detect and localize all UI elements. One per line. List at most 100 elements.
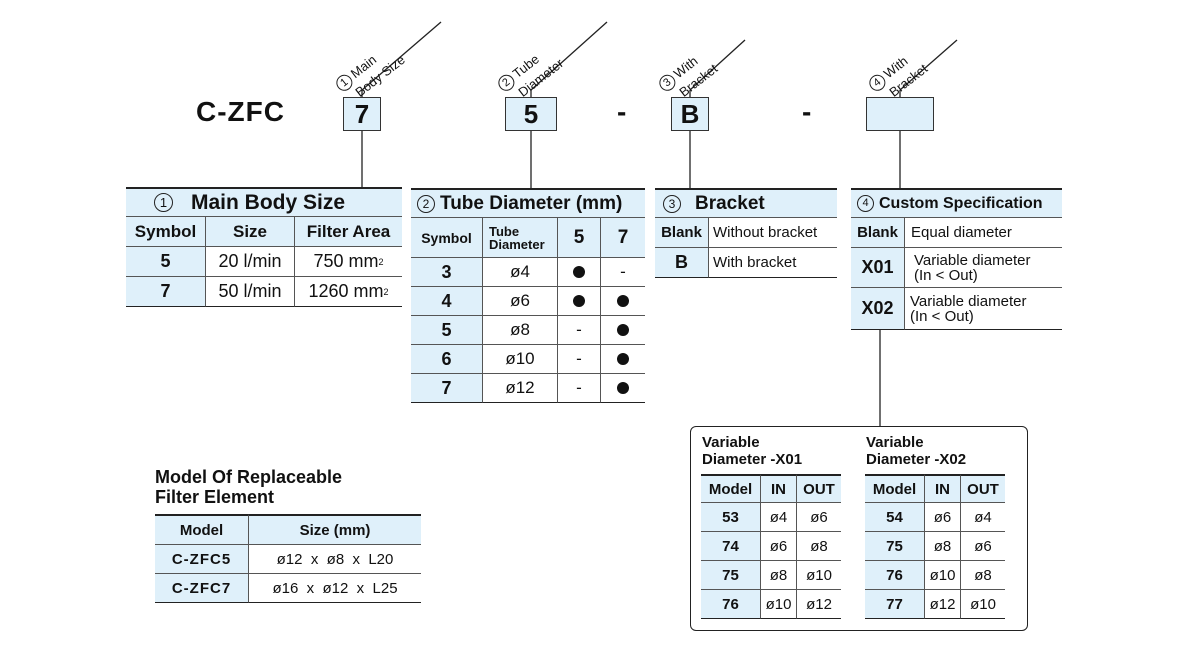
table-row-symbol: 7 xyxy=(126,277,206,307)
table-cell: ø12 xyxy=(797,590,841,619)
table-row-model: C-ZFC7 xyxy=(155,574,249,603)
available-dot-icon xyxy=(617,295,629,307)
table-cell: ø8 xyxy=(797,532,841,561)
table-cell: ø10 xyxy=(797,561,841,590)
col-header: OUT xyxy=(797,474,841,503)
table-cell: 77 xyxy=(865,590,925,619)
tube-diameter-title: 2 Tube Diameter (mm) xyxy=(411,188,645,218)
table-cell: ø8 xyxy=(961,561,1005,590)
available-dot-icon xyxy=(617,382,629,394)
circled-number-4: 4 xyxy=(857,195,874,212)
table-row-symbol: 5 xyxy=(411,316,483,345)
table-row-symbol: 6 xyxy=(411,345,483,374)
table-cell: 53 xyxy=(701,503,761,532)
bracket-title: 3 Bracket xyxy=(655,188,837,218)
table-cell: ø6 xyxy=(961,532,1005,561)
col-header-model: Model xyxy=(155,514,249,545)
table-cell: 74 xyxy=(701,532,761,561)
col-header-size: Size xyxy=(206,217,295,247)
table-row-availability xyxy=(558,258,601,287)
col-header-filter-area: Filter Area xyxy=(295,217,402,247)
circled-number-3: 3 xyxy=(663,194,681,213)
table-row-desc: Equal diameter xyxy=(905,218,1062,248)
available-dot-icon xyxy=(617,353,629,365)
table-cell: ø8 xyxy=(925,532,961,561)
col-header: IN xyxy=(925,474,961,503)
separator-dash-2: - xyxy=(802,96,812,127)
available-dot-icon xyxy=(573,295,585,307)
table-row-symbol: Blank xyxy=(655,218,709,248)
custom-spec-title-text: Custom Specification xyxy=(879,194,1043,212)
table-cell: ø10 xyxy=(961,590,1005,619)
table-row-symbol: Blank xyxy=(851,218,905,248)
table-cell: ø10 xyxy=(761,590,797,619)
table-row-availability xyxy=(601,374,645,403)
table-row-desc: With bracket xyxy=(709,248,837,278)
table-row-symbol: X01 xyxy=(851,248,905,288)
table-row-symbol: 5 xyxy=(126,247,206,277)
body-size-box: 7 xyxy=(343,97,381,131)
table-row-size: 20 l/min xyxy=(206,247,295,277)
table-row-symbol: B xyxy=(655,248,709,278)
col-header: Model xyxy=(701,474,761,503)
table-cell: 76 xyxy=(701,590,761,619)
table-row-availability: - xyxy=(601,258,645,287)
table-cell: ø6 xyxy=(797,503,841,532)
table-row-availability: - xyxy=(558,316,601,345)
table-row-availability xyxy=(601,345,645,374)
table-row-diameter: ø10 xyxy=(483,345,558,374)
table-cell: ø6 xyxy=(925,503,961,532)
table-row-size: ø12 x ø8 x L20 xyxy=(249,545,421,574)
table-row-symbol: X02 xyxy=(851,288,905,330)
table-row-symbol: 4 xyxy=(411,287,483,316)
table-row-availability xyxy=(601,287,645,316)
table-row-symbol: 7 xyxy=(411,374,483,403)
table-row-size: ø16 x ø12 x L25 xyxy=(249,574,421,603)
table-row-availability xyxy=(601,316,645,345)
custom-spec-title: 4 Custom Specification xyxy=(851,188,1062,218)
table-row-diameter: ø6 xyxy=(483,287,558,316)
table-cell: ø6 xyxy=(761,532,797,561)
table-row-desc: Without bracket xyxy=(709,218,837,248)
table-row-desc: Variable diameter(In < Out) xyxy=(905,248,1062,288)
circled-number-1: 1 xyxy=(154,193,173,212)
variable-diameter-panel xyxy=(690,426,1028,631)
table-cell: 54 xyxy=(865,503,925,532)
table-cell: 75 xyxy=(865,532,925,561)
col-header: OUT xyxy=(961,474,1005,503)
table-cell: 76 xyxy=(865,561,925,590)
table-cell: ø12 xyxy=(925,590,961,619)
table-cell: 75 xyxy=(701,561,761,590)
available-dot-icon xyxy=(573,266,585,278)
table-row-model: C-ZFC5 xyxy=(155,545,249,574)
col-header: Model xyxy=(865,474,925,503)
table-row-size: 50 l/min xyxy=(206,277,295,307)
table-row-diameter: ø12 xyxy=(483,374,558,403)
table-row-availability xyxy=(558,287,601,316)
available-dot-icon xyxy=(617,324,629,336)
table-row-availability: - xyxy=(558,374,601,403)
table-cell: ø8 xyxy=(761,561,797,590)
col-header-size-5: 5 xyxy=(558,218,601,258)
bracket-title-text: Bracket xyxy=(695,192,765,214)
col-header-symbol: Symbol xyxy=(126,217,206,247)
custom-spec-box xyxy=(866,97,934,131)
col-header-size-7: 7 xyxy=(601,218,645,258)
bracket-box: B xyxy=(671,97,709,131)
table-row-availability: - xyxy=(558,345,601,374)
col-header-size: Size (mm) xyxy=(249,514,421,545)
tube-diameter-box: 5 xyxy=(505,97,557,131)
model-prefix: C-ZFC xyxy=(196,96,285,127)
main-body-size-title: 1 Main Body Size xyxy=(126,187,402,217)
table-row-symbol: 3 xyxy=(411,258,483,287)
main-body-size-title-text: Main Body Size xyxy=(191,190,346,214)
tube-diameter-title-text: Tube Diameter (mm) xyxy=(440,192,623,214)
table-cell: ø10 xyxy=(925,561,961,590)
separator-dash-1: - xyxy=(617,96,627,127)
